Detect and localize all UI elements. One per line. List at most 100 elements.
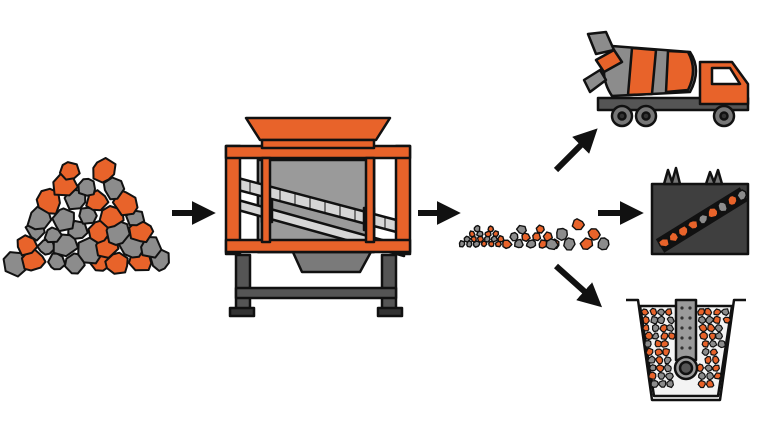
stone [660,339,669,348]
stone [666,379,674,389]
stone [736,189,748,202]
stone [642,323,650,332]
stone [714,331,723,340]
stone [492,230,500,238]
stone [713,308,722,316]
stone [714,324,724,333]
stone [521,232,531,242]
stone [709,348,719,356]
stone [657,315,666,325]
stone [490,235,499,243]
stone [708,332,717,341]
stone [77,177,96,197]
stone [662,348,670,357]
stone [514,238,524,249]
stone [654,348,664,357]
stone [660,332,669,340]
stone [647,355,656,364]
stone [706,371,715,381]
stone [668,332,676,340]
stone [686,219,699,230]
stone [697,315,707,324]
stone [642,315,650,325]
stone [644,339,652,348]
stone [701,340,709,348]
stone [532,232,542,242]
concrete-mixer-truck-icon [582,30,750,128]
stone [663,356,672,365]
stone [473,224,481,233]
stone [650,380,659,388]
stone [698,371,707,380]
stone [128,221,155,244]
stone [468,230,476,238]
stone [463,235,472,243]
stone [538,239,548,249]
stone [668,231,680,243]
stone [655,356,664,365]
stone [697,379,706,389]
stone [571,218,585,231]
stone [697,308,706,316]
stone [470,235,477,243]
stone [502,239,513,250]
stone [657,371,666,380]
stone [665,324,675,332]
soil-bed-icon [650,166,750,256]
stone [497,235,505,243]
stone [644,331,653,341]
stone [712,355,720,365]
stone [708,339,718,348]
stone [650,316,659,325]
stone [525,239,537,249]
stone [704,307,713,316]
stone [587,228,601,241]
stone [458,240,466,248]
stone [476,235,485,243]
stone [648,371,657,380]
stone [705,379,715,388]
stone [649,307,658,317]
stone [535,224,545,234]
stone [509,231,519,242]
flow-arrow-5 [553,263,603,308]
stone [727,194,738,207]
flow-arrow-3 [553,128,598,173]
stone [652,323,660,333]
stone [666,316,675,325]
stone [102,176,126,201]
stone [563,237,576,251]
stone [699,331,708,340]
stone [704,364,713,373]
stone [640,308,650,316]
stone [663,363,672,373]
stone [556,227,568,241]
stone [707,323,716,333]
stone [649,364,657,372]
rock-pile-icon [2,157,170,278]
stone [58,161,81,181]
stone [657,237,671,248]
stone [655,364,665,373]
stone [712,364,720,372]
stone [665,372,674,381]
stone [515,224,527,235]
stone [717,201,729,213]
graded-aggregate-piles-icon [458,218,610,251]
stone [705,315,714,325]
stone [51,207,75,233]
vibrating-screen-icon [224,116,412,318]
stone [720,308,730,316]
stone [704,356,712,365]
stone [104,251,129,275]
stone [654,339,662,348]
stone [652,332,660,340]
stone [657,308,666,317]
stone [713,372,722,380]
drain-pipe-trench-icon [626,298,746,402]
stone [476,230,484,237]
stone [92,157,117,184]
stone [664,308,673,317]
stone [722,316,732,324]
